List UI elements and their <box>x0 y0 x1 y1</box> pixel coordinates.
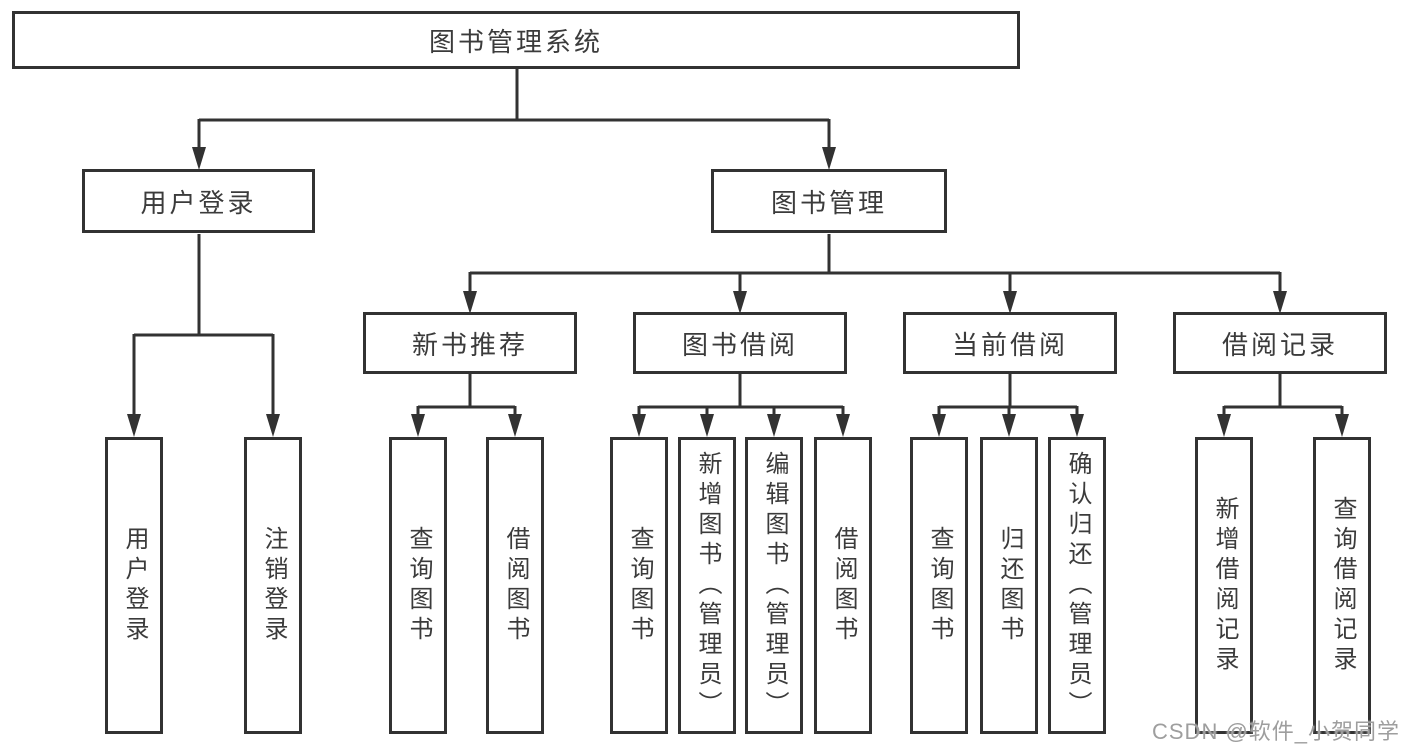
connector-borrow-to-leaves <box>637 374 845 416</box>
leaf-add-books-admin: 新增图书（管理员） <box>678 437 736 734</box>
connector-records-to-leaves <box>1222 374 1344 416</box>
leaf-label: 编辑图书（管理员） <box>761 450 788 721</box>
csdn-watermark: CSDN @软件_小贺同学 <box>1152 719 1401 744</box>
leaf-add-borrow-record: 新增借阅记录 <box>1195 437 1253 734</box>
connector-recommend-to-leaves <box>416 374 517 416</box>
leaf-query-books: 查询图书 <box>910 437 968 734</box>
connector-login-to-leaves <box>132 234 275 416</box>
node-label: 图书管理系统 <box>428 26 603 57</box>
node-label: 新书推荐 <box>411 329 528 360</box>
leaf-label: 查询图书 <box>926 525 953 646</box>
node-book-borrow: 图书借阅 <box>633 312 847 374</box>
node-book-management: 图书管理 <box>711 169 947 233</box>
leaf-label: 查询图书 <box>405 525 432 646</box>
leaf-edit-books-admin: 编辑图书（管理员） <box>745 437 803 734</box>
node-label: 图书借阅 <box>681 329 798 360</box>
node-user-login: 用户登录 <box>82 169 315 233</box>
node-new-book-recommend: 新书推荐 <box>363 312 577 374</box>
leaf-borrow-books: 借阅图书 <box>486 437 544 734</box>
leaf-label: 注销登录 <box>260 525 287 646</box>
leaf-logout: 注销登录 <box>244 437 302 734</box>
leaf-query-borrow-record: 查询借阅记录 <box>1313 437 1371 734</box>
leaf-label: 查询图书 <box>626 525 653 646</box>
leaf-label: 借阅图书 <box>502 525 529 646</box>
node-label: 用户登录 <box>140 187 257 218</box>
leaf-label: 新增借阅记录 <box>1211 495 1238 676</box>
node-label: 借阅记录 <box>1221 329 1338 360</box>
node-current-borrow: 当前借阅 <box>903 312 1117 374</box>
node-borrow-records: 借阅记录 <box>1173 312 1387 374</box>
leaf-label: 新增图书（管理员） <box>694 450 721 721</box>
connector-current-to-leaves <box>937 374 1079 416</box>
leaf-borrow-books: 借阅图书 <box>814 437 872 734</box>
node-label: 当前借阅 <box>951 329 1068 360</box>
connector-root-to-level2 <box>197 69 831 149</box>
leaf-query-books: 查询图书 <box>389 437 447 734</box>
leaf-label: 确认归还（管理员） <box>1064 450 1091 721</box>
leaf-label: 用户登录 <box>121 525 148 646</box>
leaf-label: 借阅图书 <box>830 525 857 646</box>
leaf-label: 查询借阅记录 <box>1329 495 1356 676</box>
leaf-query-books: 查询图书 <box>610 437 668 734</box>
node-label: 图书管理 <box>770 187 887 218</box>
leaf-return-books: 归还图书 <box>980 437 1038 734</box>
node-library-system-root: 图书管理系统 <box>12 11 1020 69</box>
leaf-label: 归还图书 <box>996 525 1023 646</box>
connector-mgmt-to-level3 <box>468 234 1282 293</box>
leaf-confirm-return-admin: 确认归还（管理员） <box>1048 437 1106 734</box>
leaf-user-login: 用户登录 <box>105 437 163 734</box>
